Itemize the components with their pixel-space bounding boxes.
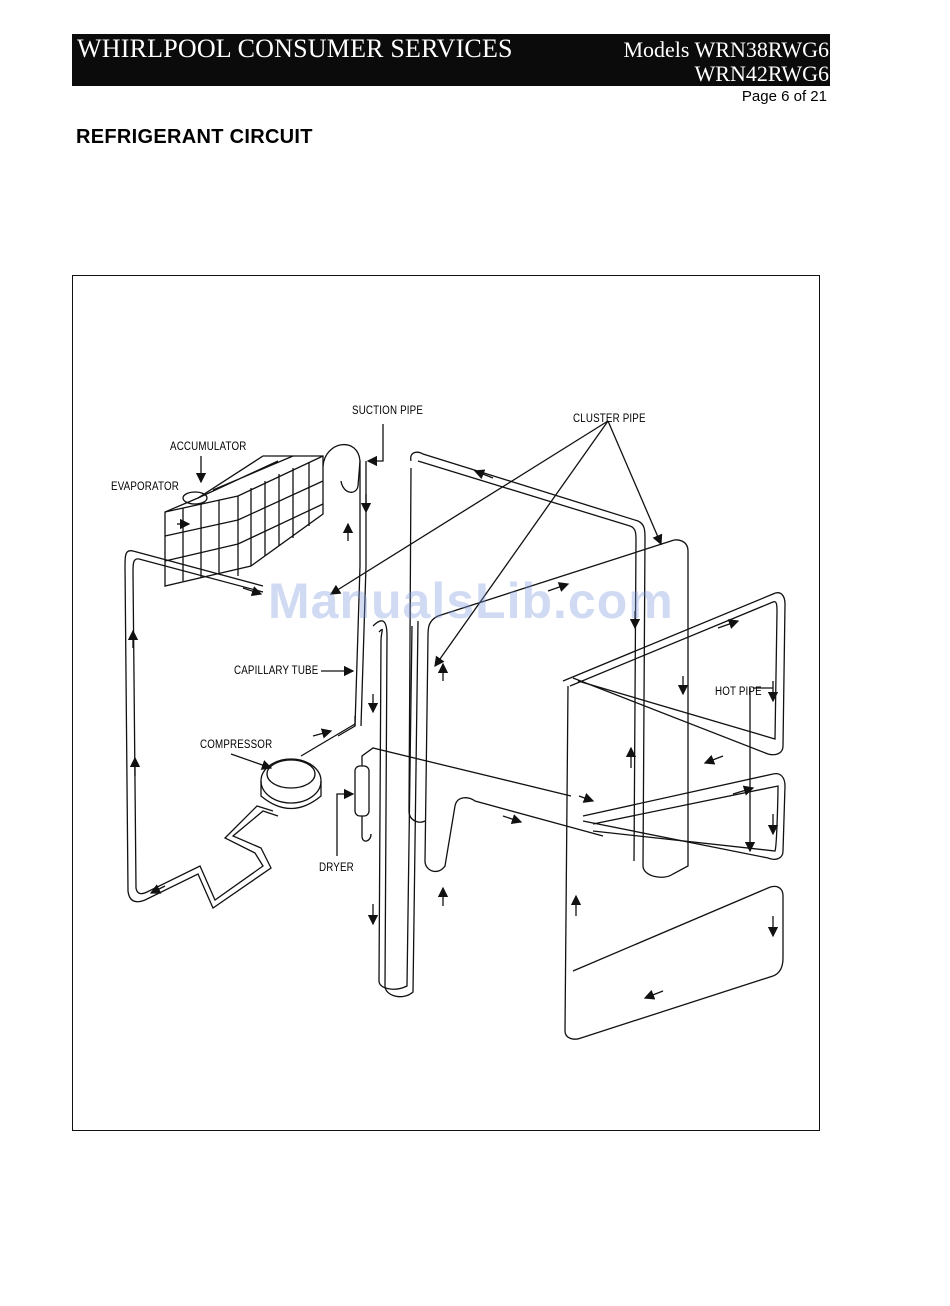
section-title: REFRIGERANT CIRCUIT xyxy=(76,126,313,149)
label-compressor: COMPRESSOR xyxy=(200,739,272,751)
label-suction-pipe: SUCTION PIPE xyxy=(352,405,423,417)
label-dryer: DRYER xyxy=(319,862,354,874)
dryer xyxy=(355,766,369,816)
label-cluster-pipe: CLUSTER PIPE xyxy=(573,413,646,425)
compressor xyxy=(261,759,321,809)
label-hot-pipe: HOT PIPE xyxy=(715,686,762,698)
company-name: WHIRLPOOL CONSUMER SERVICES xyxy=(77,34,513,64)
watermark: ManualsLib.com xyxy=(268,572,674,630)
label-capillary-tube: CAPILLARY TUBE xyxy=(234,665,318,677)
model-numbers: Models WRN38RWG6 WRN42RWG6 xyxy=(623,38,829,86)
page-number: Page 6 of 21 xyxy=(742,88,827,105)
models-line-1: Models WRN38RWG6 xyxy=(623,38,829,62)
refrigerant-circuit-diagram: SUCTION PIPE CLUSTER PIPE ACCUMULATOR EV… xyxy=(72,275,820,1131)
label-evaporator: EVAPORATOR xyxy=(111,481,179,493)
circuit-drawing xyxy=(73,276,821,1132)
suction-loop xyxy=(323,445,360,493)
label-accumulator: ACCUMULATOR xyxy=(170,441,246,453)
models-line-2: WRN42RWG6 xyxy=(623,62,829,86)
